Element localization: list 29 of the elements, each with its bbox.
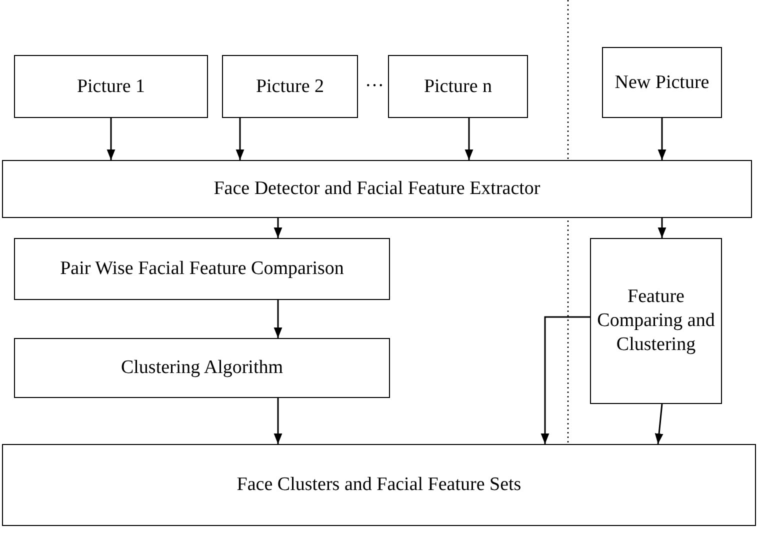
arrow xyxy=(106,118,116,160)
box-label: Picture n xyxy=(424,74,492,98)
process-box xyxy=(14,238,390,300)
process-box xyxy=(2,160,752,218)
process-box xyxy=(14,338,390,398)
arrow xyxy=(658,218,666,238)
arrow xyxy=(654,404,664,444)
arrow xyxy=(540,316,590,444)
box-label: Face Detector and Facial Feature Extractor xyxy=(214,177,540,201)
arrow xyxy=(236,118,244,160)
process-box xyxy=(602,47,722,118)
box-label: Picture 1 xyxy=(76,74,146,98)
process-box xyxy=(14,55,208,118)
process-box xyxy=(388,55,528,118)
process-box xyxy=(2,444,756,526)
arrow xyxy=(658,118,666,160)
box-label: Picture 2 xyxy=(256,74,324,98)
process-box xyxy=(222,55,358,118)
box-label: New Picture xyxy=(614,70,710,94)
arrow xyxy=(464,118,474,160)
arrow xyxy=(274,300,282,338)
box-label: Face Clusters and Facial Feature Sets xyxy=(236,473,522,497)
ellipsis-label: … xyxy=(365,70,384,92)
arrow xyxy=(274,218,282,238)
box-label: Pair Wise Facial Feature Comparison xyxy=(60,257,344,281)
arrow xyxy=(274,398,282,444)
box-label: Feature Comparing and Clustering xyxy=(596,285,716,357)
process-box xyxy=(590,238,722,404)
box-label: Clustering Algorithm xyxy=(120,356,284,380)
